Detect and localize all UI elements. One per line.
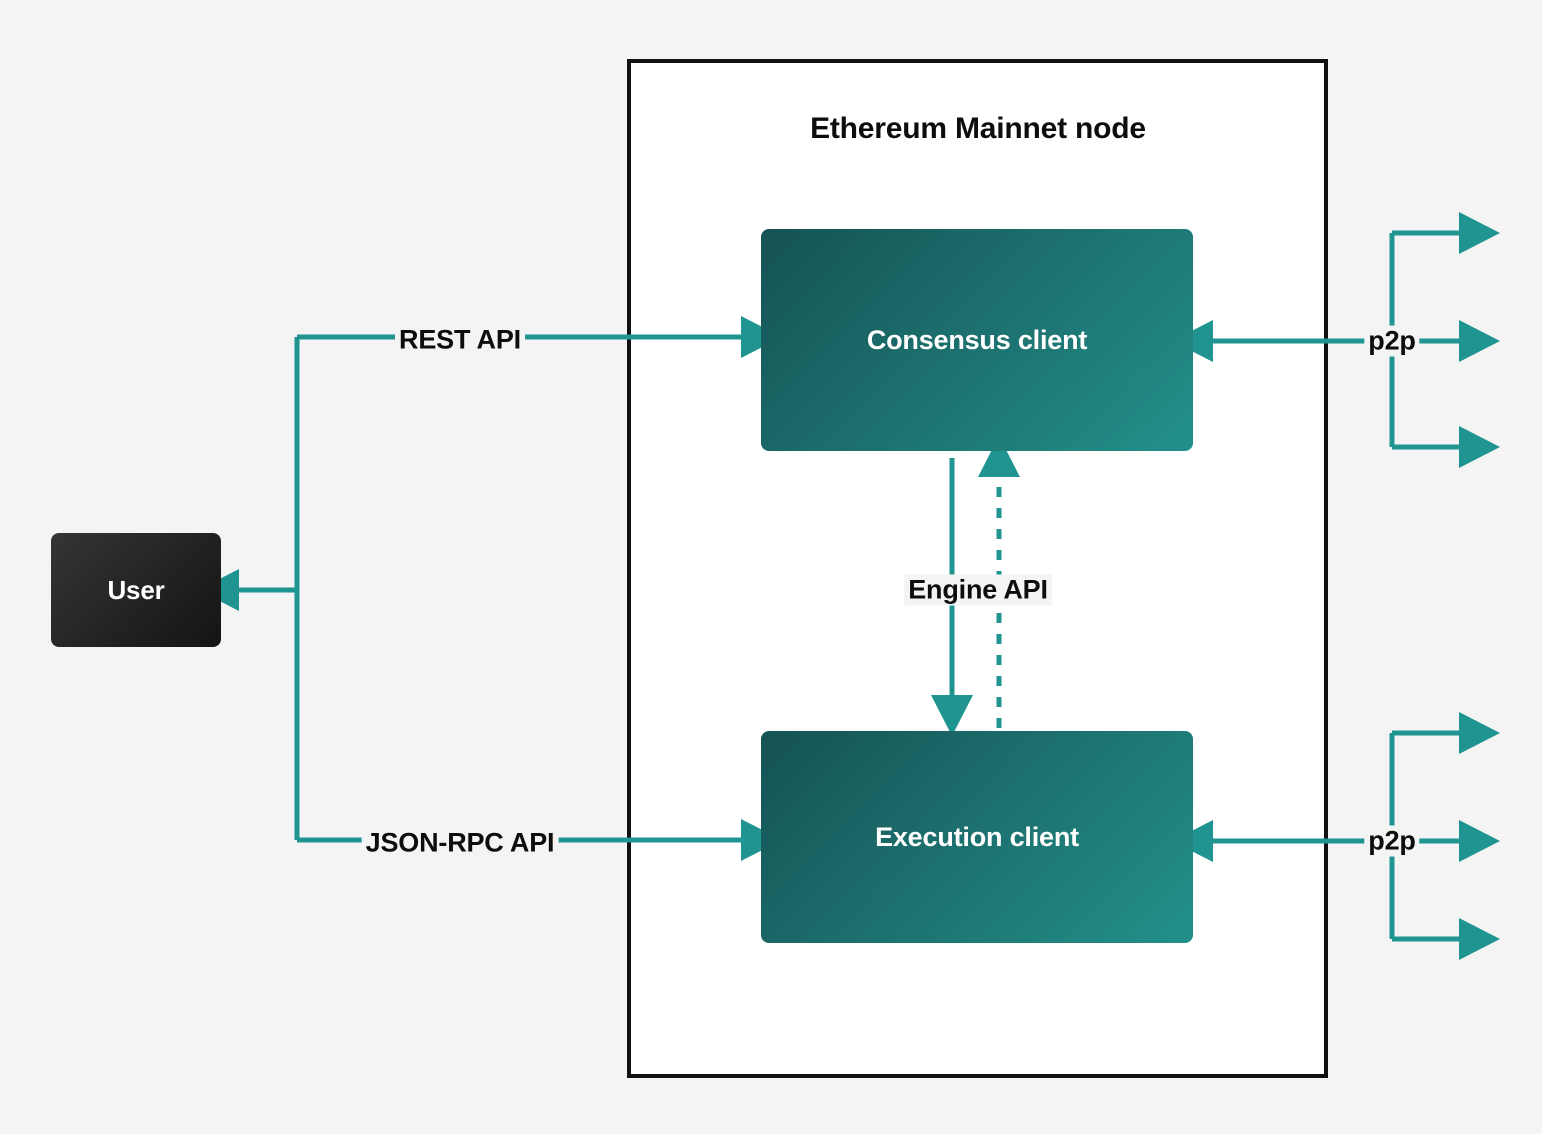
execution-client-node[interactable]: Execution client — [761, 731, 1193, 943]
p2p-top-edge-label: p2p — [1364, 325, 1420, 357]
user-node-label: User — [107, 574, 165, 605]
rest-api-edge-label: REST API — [395, 324, 525, 356]
p2p-bottom-edge-label: p2p — [1364, 825, 1420, 857]
consensus-client-label: Consensus client — [866, 324, 1088, 355]
user-node[interactable]: User — [51, 533, 221, 647]
consensus-client-node[interactable]: Consensus client — [761, 229, 1193, 451]
json-rpc-api-edge-label: JSON-RPC API — [361, 827, 559, 859]
engine-api-edge-label: Engine API — [904, 574, 1052, 606]
page-title: Ethereum Mainnet node — [810, 112, 1146, 145]
execution-client-label: Execution client — [875, 821, 1079, 852]
